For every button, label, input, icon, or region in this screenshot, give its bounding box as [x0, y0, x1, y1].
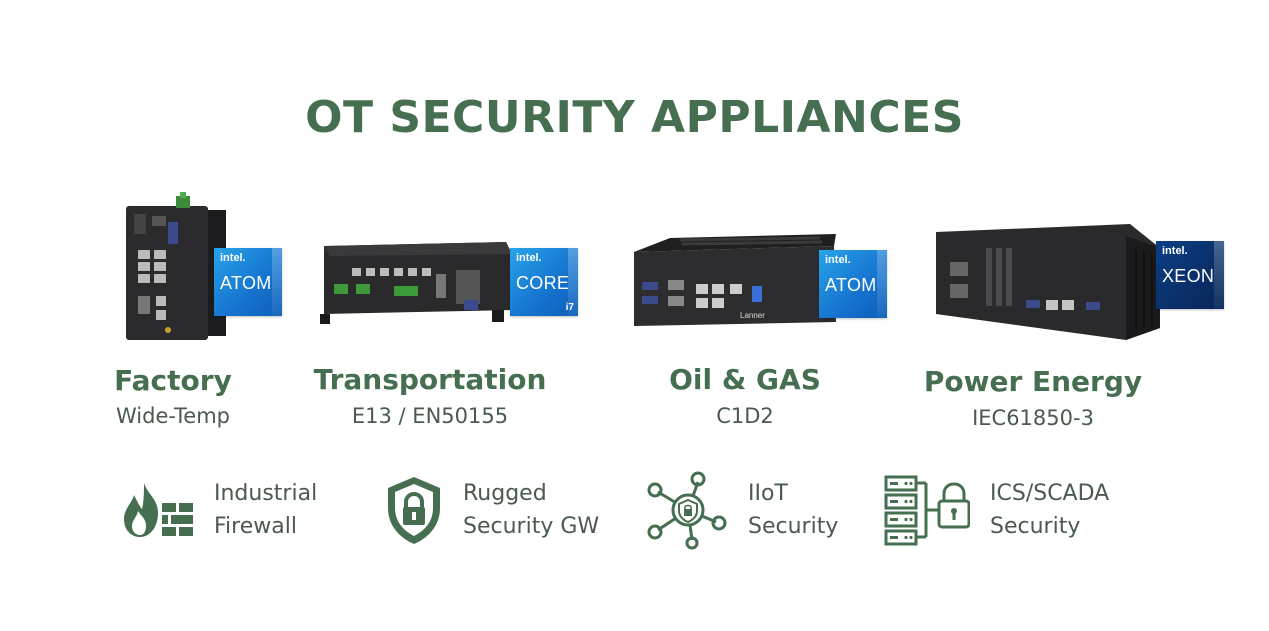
product-name-power-energy: Power Energy: [923, 365, 1143, 398]
feature-line1: ICS/SCADA: [990, 481, 1110, 506]
lanner-logo: Lanner: [740, 311, 765, 320]
intel-core-i7-badge: intel. CORE i7: [510, 248, 578, 316]
intel-xeon-badge: intel. XEON: [1156, 241, 1224, 309]
product-subtitle-transportation: E13 / EN50155: [351, 404, 509, 428]
badge-brand: intel.: [825, 254, 851, 266]
badge-stripe: [568, 248, 578, 316]
product-name-factory: Factory: [114, 364, 232, 397]
badge-brand: intel.: [220, 252, 246, 264]
feature-label-rugged-security-gw: Rugged Security GW: [463, 477, 599, 543]
product-subtitle-factory: Wide-Temp: [115, 404, 230, 428]
server-lock-icon: [884, 475, 970, 546]
badge-brand: intel.: [1162, 245, 1188, 257]
oil-gas-device-image: Lanner: [634, 234, 836, 326]
badge-model: XEON: [1162, 266, 1215, 286]
badge-model: ATOM: [220, 273, 272, 293]
feature-label-industrial-firewall: Industrial Firewall: [214, 477, 317, 543]
feature-line2: Firewall: [214, 514, 297, 539]
product-name-oil-gas: Oil & GAS: [669, 363, 821, 396]
transportation-device-image: [320, 242, 512, 324]
shield-lock-icon: [388, 477, 440, 544]
intel-atom-badge: intel. ATOM: [214, 248, 282, 316]
product-subtitle-power-energy: IEC61850-3: [972, 406, 1094, 430]
badge-stripe: [1214, 241, 1224, 309]
power-energy-device-image: [936, 224, 1160, 340]
feature-line1: IIoT: [748, 481, 788, 506]
product-subtitle-oil-gas: C1D2: [716, 404, 774, 428]
feature-line1: Industrial: [214, 481, 318, 506]
badge-stripe: [272, 248, 282, 316]
product-name-transportation: Transportation: [313, 363, 547, 396]
page-title: OT SECURITY APPLIANCES: [305, 92, 964, 143]
feature-label-iiot-security: IIoT Security: [748, 477, 838, 543]
badge-stripe: [877, 250, 887, 318]
feature-line2: Security GW: [463, 514, 600, 539]
badge-gen: i7: [565, 302, 574, 313]
feature-line2: Security: [990, 514, 1081, 539]
badge-brand: intel.: [516, 252, 542, 264]
firewall-icon: [124, 483, 193, 537]
feature-label-ics-scada-security: ICS/SCADA Security: [990, 477, 1109, 543]
feature-line1: Rugged: [463, 481, 547, 506]
iiot-network-icon: [647, 471, 727, 550]
badge-model: ATOM: [825, 275, 877, 295]
intel-atom-badge: intel. ATOM: [819, 250, 887, 318]
feature-line2: Security: [748, 514, 839, 539]
badge-model: CORE: [516, 273, 570, 293]
